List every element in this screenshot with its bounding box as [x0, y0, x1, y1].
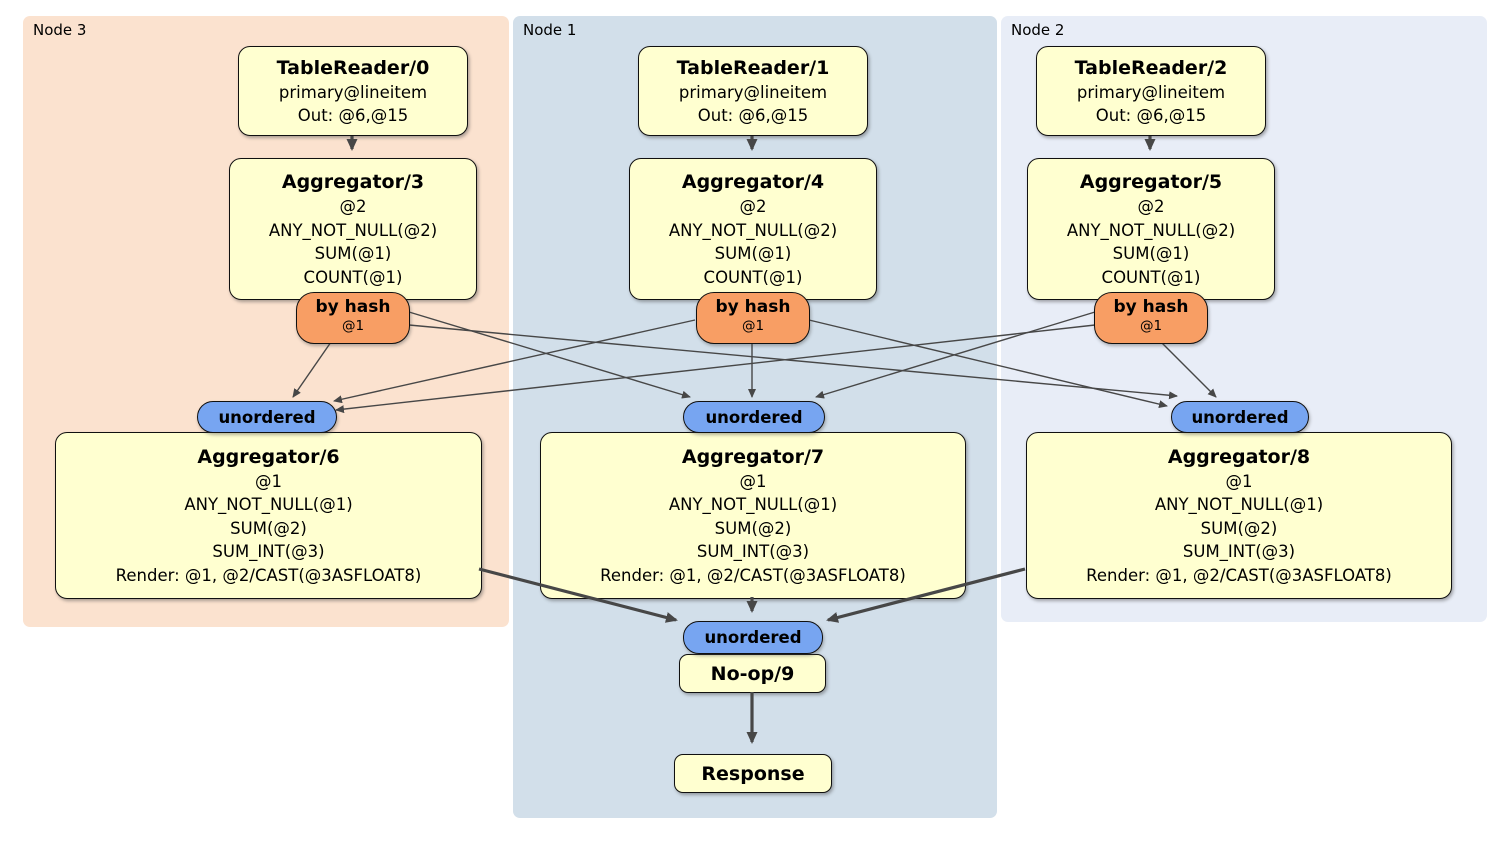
box-line: @1 — [255, 471, 282, 491]
box-line: SUM(@2) — [1200, 518, 1278, 538]
box-title: Aggregator/7 — [681, 445, 825, 468]
box-line: primary@lineitem — [1076, 82, 1226, 102]
aggregator-3-box: Aggregator/3 @2 ANY_NOT_NULL(@2) SUM(@1)… — [229, 158, 477, 300]
box-line: Out: @6,@15 — [297, 106, 409, 125]
box-title: Aggregator/5 — [1079, 171, 1223, 193]
node3-group-label: Node 3 — [33, 21, 87, 39]
box-line: primary@lineitem — [678, 82, 828, 102]
box-title: Aggregator/8 — [1167, 445, 1311, 468]
hash-router-5: by hash @1 — [1094, 292, 1208, 344]
box-line: Out: @6,@15 — [697, 106, 809, 125]
box-title: TableReader/0 — [276, 56, 430, 79]
box-title: TableReader/2 — [1074, 56, 1228, 79]
box-line: @2 — [1137, 197, 1165, 216]
box-line: ANY_NOT_NULL(@1) — [668, 495, 838, 515]
hash-router-3: by hash @1 — [296, 292, 410, 344]
box-line: @1 — [739, 471, 767, 491]
box-line: COUNT(@1) — [303, 267, 403, 287]
aggregator-4-box: Aggregator/4 @2 ANY_NOT_NULL(@2) SUM(@1)… — [629, 158, 877, 300]
router-detail: @1 — [341, 318, 365, 334]
router-detail: @1 — [741, 318, 765, 334]
aggregator-8-box: Aggregator/8 @1 ANY_NOT_NULL(@1) SUM(@2)… — [1026, 432, 1452, 599]
box-line: SUM(@1) — [1112, 244, 1190, 263]
router-label: by hash — [315, 297, 391, 317]
box-line: ANY_NOT_NULL(@2) — [668, 220, 838, 240]
unordered-sync-node3: unordered — [197, 401, 337, 433]
noop-9-box: No-op/9 — [679, 654, 826, 693]
aggregator-6-box: Aggregator/6 @1 ANY_NOT_NULL(@1) SUM(@2)… — [55, 432, 482, 599]
box-line: Render: @1, @2/CAST(@3ASFLOAT8) — [600, 565, 906, 585]
box-line: COUNT(@1) — [703, 267, 803, 287]
box-line: COUNT(@1) — [1101, 267, 1201, 287]
box-line: ANY_NOT_NULL(@2) — [1066, 220, 1236, 240]
unordered-sync-final: unordered — [683, 621, 823, 654]
aggregator-7-box: Aggregator/7 @1 ANY_NOT_NULL(@1) SUM(@2)… — [540, 432, 966, 599]
box-title: TableReader/1 — [676, 56, 830, 79]
box-title: Response — [701, 762, 805, 785]
router-label: by hash — [715, 297, 791, 317]
router-detail: @1 — [1139, 318, 1163, 334]
box-line: @1 — [1225, 471, 1253, 491]
node2-group-label: Node 2 — [1011, 21, 1065, 39]
box-line: SUM(@2) — [230, 518, 307, 538]
box-title: No-op/9 — [710, 662, 795, 685]
box-line: Out: @6,@15 — [1095, 106, 1207, 125]
node1-group-label: Node 1 — [523, 21, 577, 39]
tablereader-1-box: TableReader/1 primary@lineitem Out: @6,@… — [638, 46, 868, 136]
box-line: SUM(@1) — [714, 244, 792, 263]
box-line: SUM_INT(@3) — [212, 542, 325, 562]
box-line: SUM_INT(@3) — [1182, 542, 1296, 562]
box-title: Aggregator/3 — [281, 171, 425, 193]
unordered-sync-node2: unordered — [1171, 401, 1309, 433]
aggregator-5-box: Aggregator/5 @2 ANY_NOT_NULL(@2) SUM(@1)… — [1027, 158, 1275, 300]
hash-router-4: by hash @1 — [696, 292, 810, 344]
response-box: Response — [674, 754, 832, 793]
unordered-sync-node1: unordered — [683, 401, 825, 433]
box-line: Render: @1, @2/CAST(@3ASFLOAT8) — [115, 565, 422, 585]
box-title: Aggregator/6 — [197, 445, 340, 468]
tablereader-0-box: TableReader/0 primary@lineitem Out: @6,@… — [238, 46, 468, 136]
tablereader-2-box: TableReader/2 primary@lineitem Out: @6,@… — [1036, 46, 1266, 136]
box-title: Aggregator/4 — [681, 171, 825, 193]
box-line: primary@lineitem — [278, 82, 428, 102]
box-line: @2 — [739, 197, 767, 216]
box-line: ANY_NOT_NULL(@2) — [268, 220, 438, 240]
box-line: Render: @1, @2/CAST(@3ASFLOAT8) — [1086, 565, 1392, 585]
box-line: SUM(@2) — [714, 518, 792, 538]
box-line: SUM(@1) — [314, 244, 392, 263]
box-line: ANY_NOT_NULL(@1) — [1154, 495, 1324, 515]
box-line: @2 — [339, 197, 367, 216]
router-label: by hash — [1113, 297, 1189, 317]
box-line: SUM_INT(@3) — [696, 542, 810, 562]
box-line: ANY_NOT_NULL(@1) — [184, 495, 353, 515]
